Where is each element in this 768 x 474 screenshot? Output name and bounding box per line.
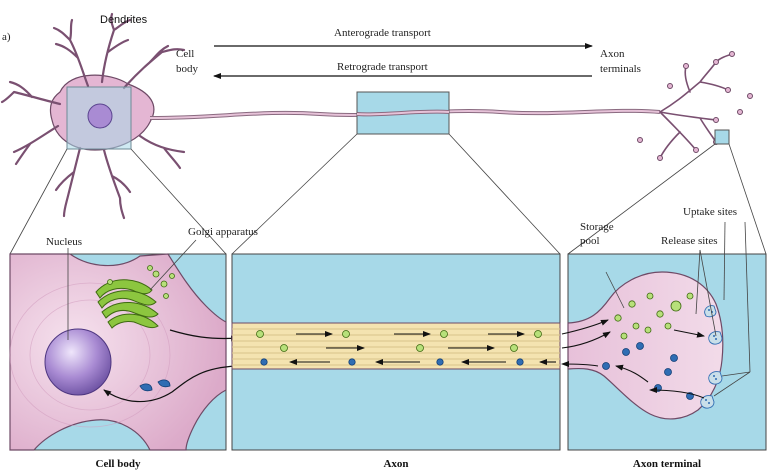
release-uptake-sites (700, 305, 723, 409)
label-axon-terminals-2: terminals (600, 63, 641, 75)
anterograde-vesicles (256, 330, 542, 352)
anterograde-arrows (296, 331, 525, 351)
label-nucleus: Nucleus (46, 236, 82, 248)
retrograde-vesicles-soma (139, 379, 171, 392)
dendrites (0, 12, 186, 220)
terminal-pointer-lines (605, 221, 751, 397)
terminal-green-vesicles (614, 292, 694, 340)
caption-axon-terminal: Axon terminal (633, 458, 701, 470)
label-storage-pool-1: Storage (580, 221, 614, 233)
arrow-axon-to-nucleus (103, 365, 237, 403)
arrow-golgi-to-axon (169, 329, 239, 342)
axon-panel (231, 253, 561, 451)
caption-cell-body: Cell body (96, 458, 141, 470)
zoom-guide-lines (9, 133, 767, 255)
golgi-vesicles (107, 265, 175, 299)
label-anterograde: Anterograde transport (334, 27, 431, 39)
axon-terminal-panel (561, 221, 767, 451)
microtubules (232, 328, 560, 366)
label-cell-body-top-2: body (176, 63, 199, 75)
label-pointer-lines (67, 239, 197, 340)
label-golgi: Golgi apparatus (188, 226, 258, 238)
panel-letter: a) (2, 31, 11, 43)
label-axon-terminals-1: Axon (600, 48, 625, 60)
label-release-sites: Release sites (661, 235, 718, 247)
label-cell-body-top-1: Cell (176, 48, 194, 60)
soma-nucleus-small (87, 103, 113, 129)
neuron-overview (0, 12, 753, 220)
retrograde-vesicles (260, 358, 524, 366)
label-dendrites: Dendrites (100, 14, 148, 26)
label-retrograde: Retrograde transport (337, 61, 428, 73)
cell-body-panel (9, 253, 239, 451)
caption-axon: Axon (383, 458, 408, 470)
nucleus (44, 328, 112, 396)
terminal-membrane (567, 271, 724, 420)
terminal-boutons (637, 51, 753, 161)
label-storage-pool-2: pool (580, 235, 600, 247)
terminal-zoom-box (714, 129, 730, 145)
terminal-arrows (561, 319, 705, 399)
cell-body-membrane (9, 253, 227, 451)
label-uptake-sites: Uptake sites (683, 206, 737, 218)
